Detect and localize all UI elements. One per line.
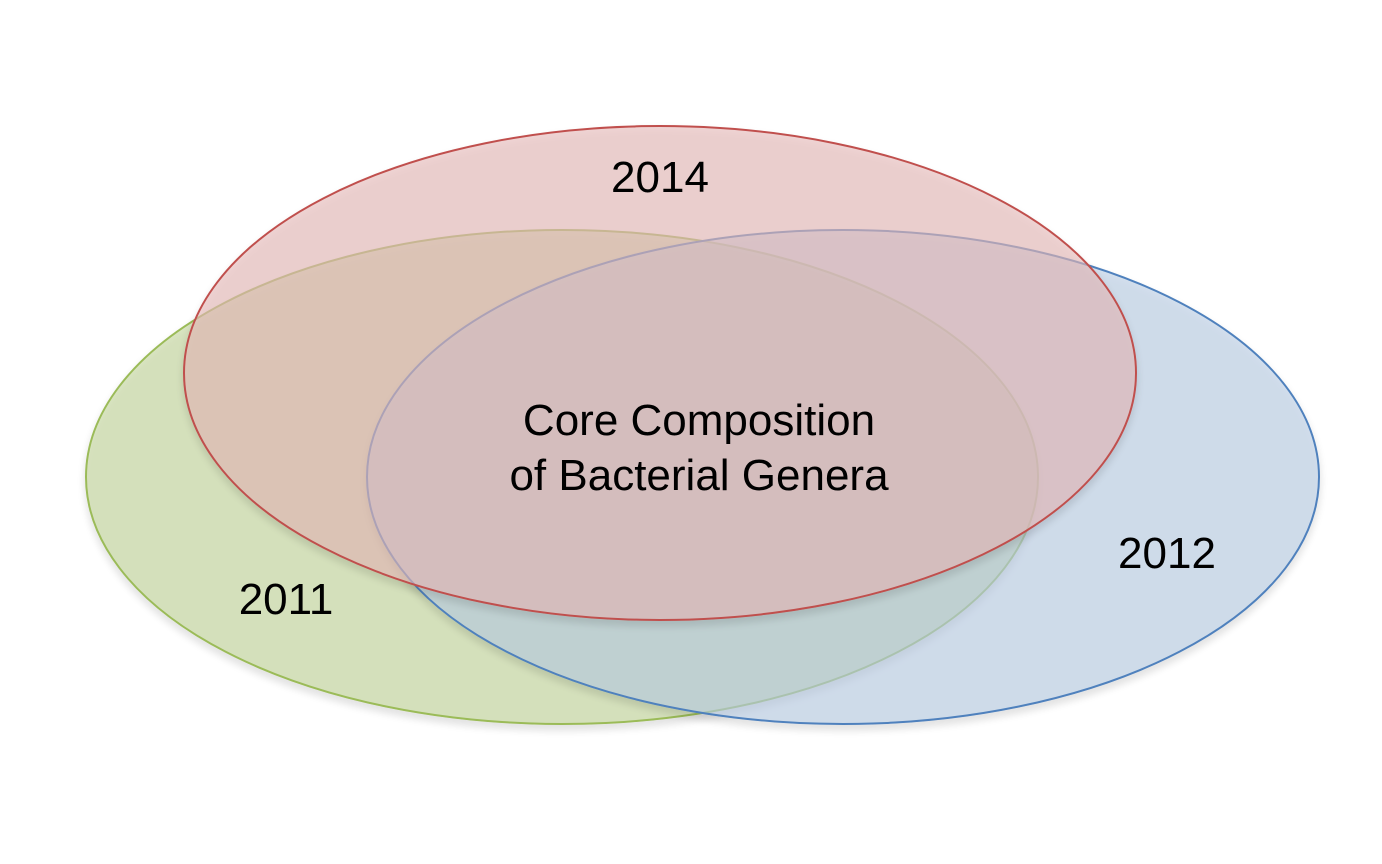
set-2014-label: 2014 [611, 153, 709, 202]
set-2014-ellipse [183, 125, 1137, 621]
center-label-line2: of Bacterial Genera [509, 451, 889, 500]
center-label-line1: Core Composition [523, 396, 875, 445]
set-2011-label: 2011 [239, 575, 334, 624]
set-2012-label: 2012 [1118, 529, 1216, 578]
